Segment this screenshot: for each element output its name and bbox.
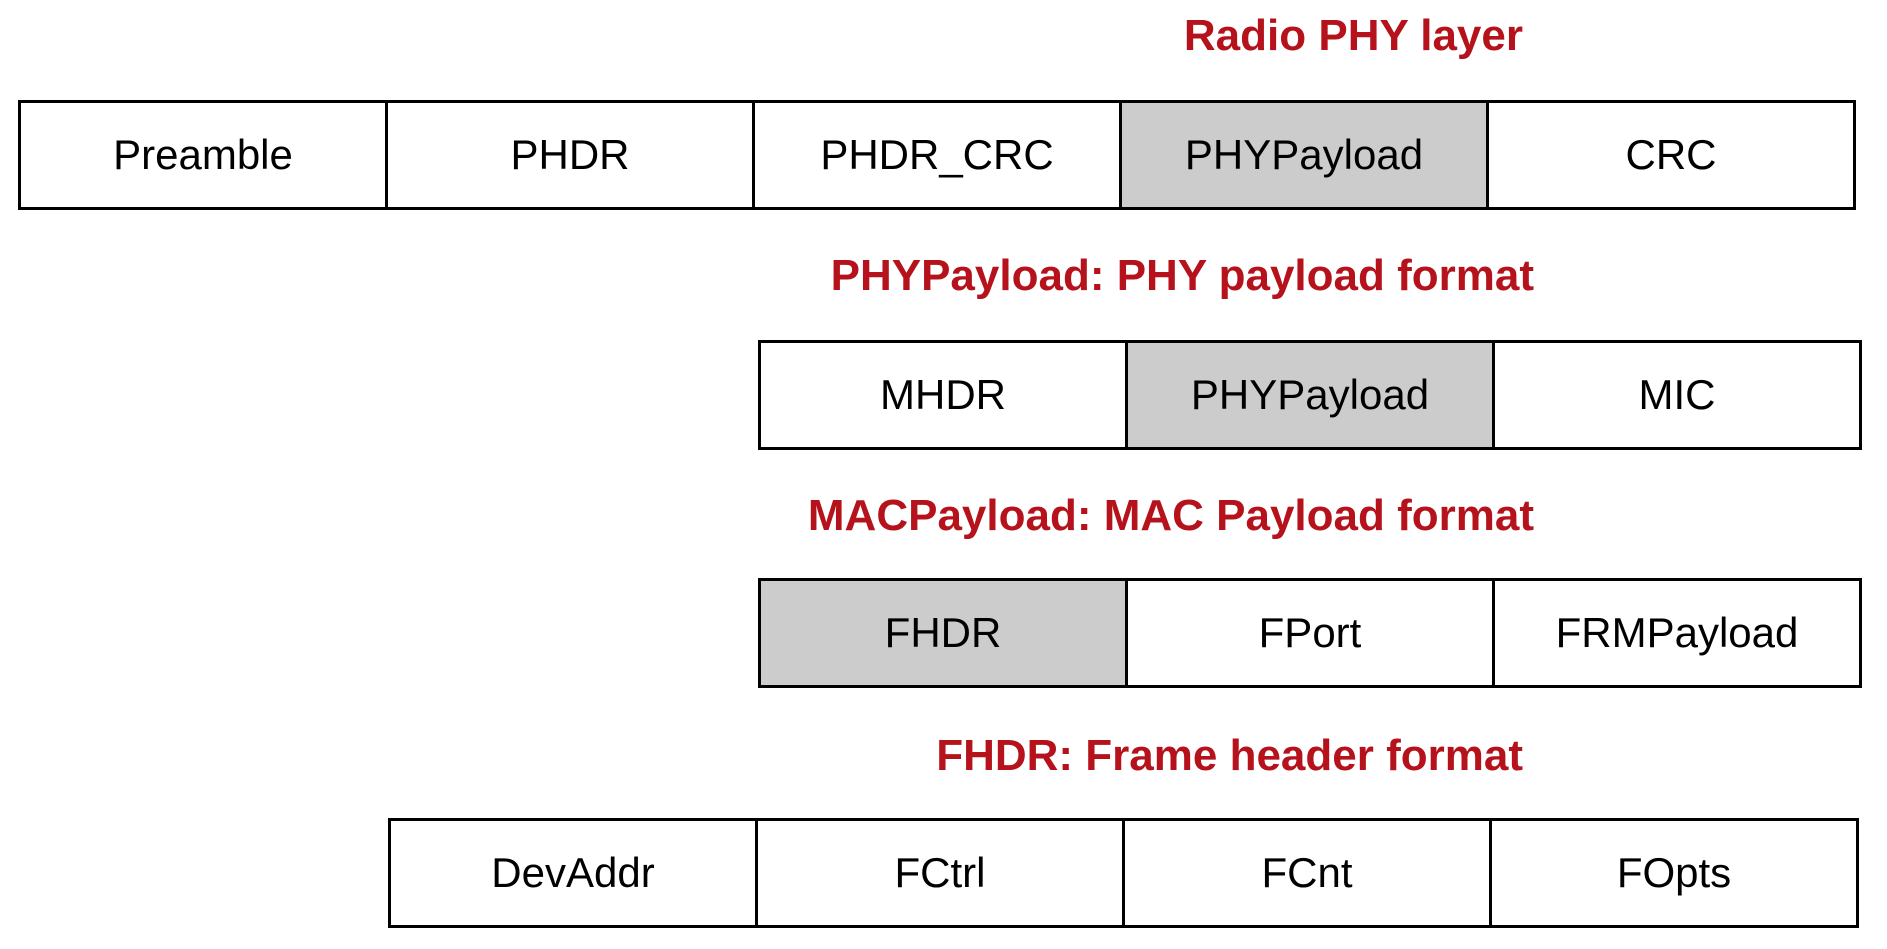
- field-preamble: Preamble: [18, 100, 388, 210]
- frame-row-mac-payload: FHDR FPort FRMPayload: [758, 578, 1862, 688]
- field-devaddr: DevAddr: [388, 818, 758, 928]
- frame-row-phy-payload: MHDR PHYPayload MIC: [758, 340, 1862, 450]
- field-mic: MIC: [1492, 340, 1862, 450]
- field-frmpayload: FRMPayload: [1492, 578, 1862, 688]
- field-phypayload: PHYPayload: [1119, 100, 1489, 210]
- field-crc: CRC: [1486, 100, 1856, 210]
- frame-row-frame-header: DevAddr FCtrl FCnt FOpts: [388, 818, 1859, 928]
- field-mhdr: MHDR: [758, 340, 1128, 450]
- field-fopts: FOpts: [1489, 818, 1859, 928]
- field-fcnt: FCnt: [1122, 818, 1492, 928]
- layer-title-mac-payload-format: MACPayload: MAC Payload format: [807, 491, 1534, 540]
- field-fctrl: FCtrl: [755, 818, 1125, 928]
- layer-title-phy-payload-format: PHYPayload: PHY payload format: [830, 251, 1534, 300]
- field-fhdr: FHDR: [758, 578, 1128, 688]
- field-phdr-crc: PHDR_CRC: [752, 100, 1122, 210]
- field-phypayload: PHYPayload: [1125, 340, 1495, 450]
- layer-title-radio-phy: Radio PHY layer: [1183, 11, 1523, 60]
- field-phdr: PHDR: [385, 100, 755, 210]
- layer-title-frame-header-format: FHDR: Frame header format: [936, 731, 1523, 780]
- field-fport: FPort: [1125, 578, 1495, 688]
- frame-row-radio-phy: Preamble PHDR PHDR_CRC PHYPayload CRC: [18, 100, 1856, 210]
